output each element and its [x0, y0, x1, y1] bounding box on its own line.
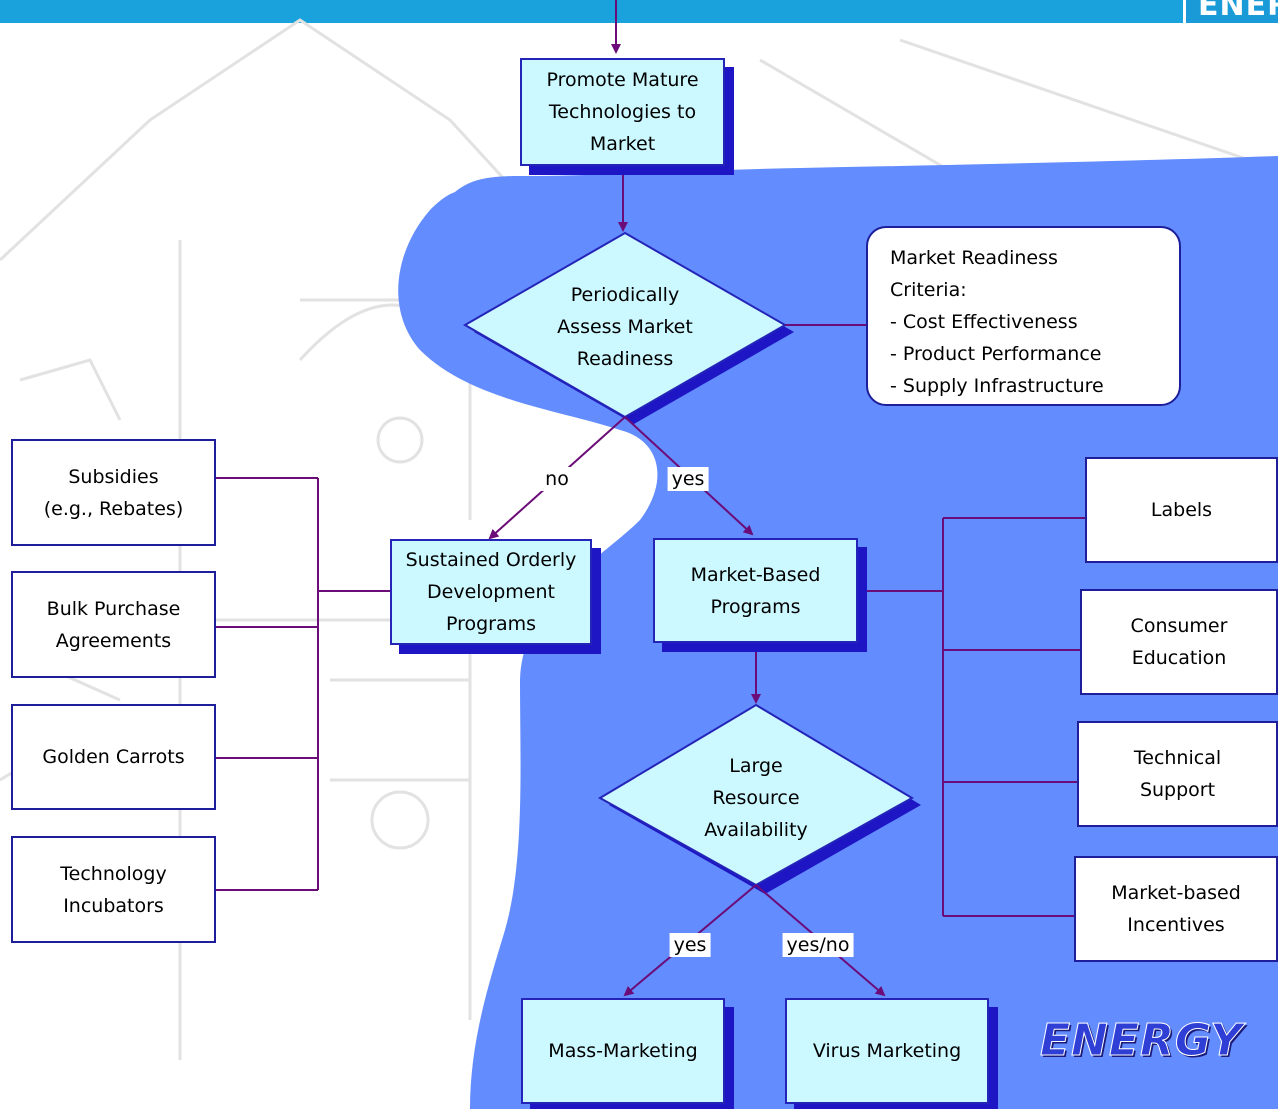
edge-label-yes-assess: yes: [667, 467, 709, 491]
option-subsidies[interactable]: Subsidies (e.g., Rebates): [11, 439, 216, 546]
promote-box[interactable]: Promote Mature Technologies to Market: [520, 58, 725, 166]
market-readiness-criteria: Market Readiness Criteria: - Cost Effect…: [866, 226, 1181, 406]
energy-logo-text: ENERGY: [1039, 1015, 1244, 1067]
criteria-line: Criteria:: [890, 279, 967, 301]
sustained-box[interactable]: Sustained Orderly Development Programs: [390, 539, 592, 645]
resource-text: Large Resource Availability: [704, 755, 808, 841]
option-technical-support[interactable]: Technical Support: [1077, 721, 1278, 827]
criteria-line: Market Readiness: [890, 247, 1058, 269]
option-market-based-incentives[interactable]: Market-based Incentives: [1074, 856, 1278, 962]
edge-label-yes-no: yes/no: [782, 933, 854, 957]
criteria-line: - Supply Infrastructure: [890, 375, 1104, 397]
assess-text: Periodically Assess Market Readiness: [557, 284, 693, 370]
header-bar: [0, 0, 1278, 23]
option-consumer-education[interactable]: Consumer Education: [1080, 589, 1278, 695]
mass-marketing-box[interactable]: Mass-Marketing: [521, 998, 725, 1104]
header-brand-text: ENER: [1198, 0, 1278, 23]
criteria-line: - Product Performance: [890, 343, 1102, 365]
option-labels[interactable]: Labels: [1085, 457, 1278, 563]
virus-marketing-box[interactable]: Virus Marketing: [785, 998, 989, 1104]
option-golden-carrots[interactable]: Golden Carrots: [11, 704, 216, 810]
market-based-box[interactable]: Market-Based Programs: [653, 538, 858, 643]
edge-label-yes-resource: yes: [669, 933, 711, 957]
header-brand-tag: ENER: [1183, 0, 1278, 23]
criteria-line: - Cost Effectiveness: [890, 311, 1078, 333]
option-bulk-purchase[interactable]: Bulk Purchase Agreements: [11, 571, 216, 678]
option-technology-incubators[interactable]: Technology Incubators: [11, 836, 216, 943]
edge-label-no: no: [541, 467, 573, 491]
